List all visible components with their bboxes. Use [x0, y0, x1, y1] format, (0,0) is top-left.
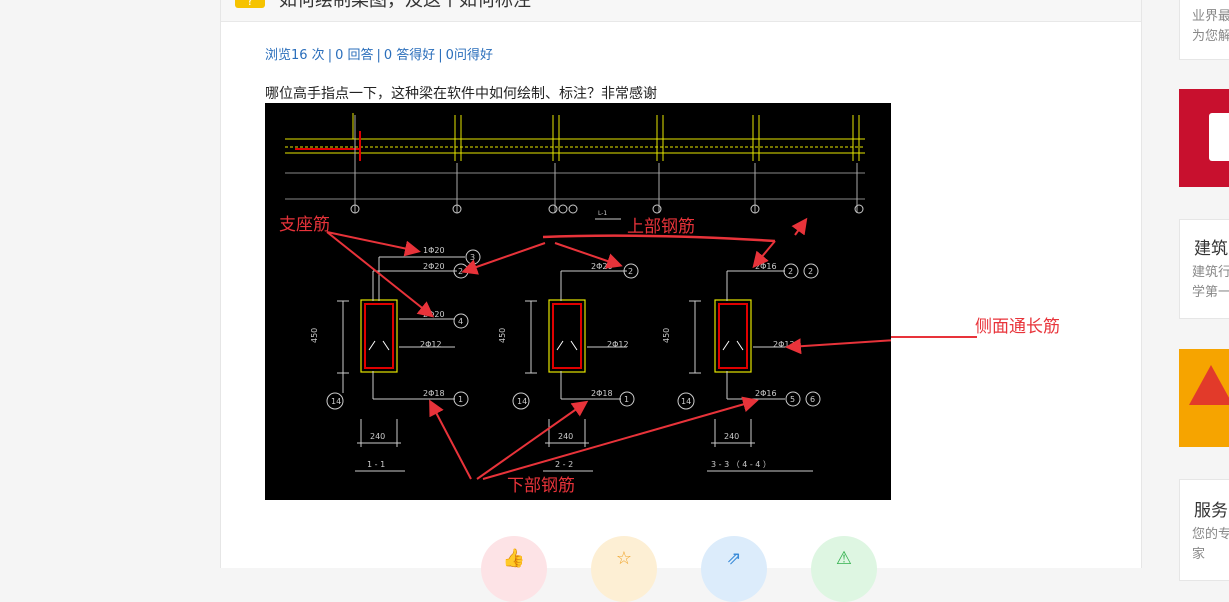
section-2-height: 450 — [498, 328, 507, 343]
good-answers-count[interactable]: 0 答得好 — [383, 48, 436, 63]
svg-text:2: 2 — [808, 267, 813, 276]
beam-elevation: L-1 — [285, 113, 865, 220]
svg-text:6: 6 — [810, 395, 815, 404]
svg-text:2: 2 — [628, 267, 633, 276]
section-1-side: 2Φ12 — [420, 340, 442, 349]
section-1-label: 1 - 1 — [367, 460, 385, 469]
warning-icon: ⚠ — [835, 548, 853, 569]
sidebar-promo-banner-2[interactable] — [1179, 349, 1229, 447]
cad-drawing-image[interactable]: L-1 — [265, 103, 891, 500]
svg-text:1: 1 — [458, 395, 463, 404]
annotation-arrows — [326, 217, 891, 480]
svg-text:4: 4 — [458, 317, 463, 326]
annotation-side-bar: 侧面通长筋 — [975, 317, 1060, 337]
section-3-label: 3 - 3 （ 4 - 4 ） — [711, 460, 771, 469]
section-3-bottom: 2Φ16 — [755, 389, 777, 398]
side-bar-leader — [891, 336, 977, 338]
elevation-label: L-1 — [598, 210, 607, 217]
section-2-label: 2 - 2 — [555, 460, 573, 469]
question-header: ? 如何绘制梁图，及这个如何标注 — [221, 0, 1141, 22]
sidebar-card-1[interactable]: 业界最 为您解 — [1179, 0, 1229, 60]
like-button[interactable]: 👍 — [481, 536, 547, 602]
promo-graphic — [1209, 113, 1229, 161]
section-2-side: 2Φ12 — [607, 340, 629, 349]
question-title: 如何绘制梁图，及这个如何标注 — [279, 0, 531, 11]
section-3-stirrup: 14 — [681, 397, 691, 406]
section-2-stirrup: 14 — [517, 397, 527, 406]
sidebar-card-service[interactable]: 服务 您的专 家 — [1179, 479, 1229, 581]
svg-text:2: 2 — [458, 267, 463, 276]
share-button[interactable]: ⇗ — [701, 536, 767, 602]
question-badge: ? — [235, 0, 265, 8]
section-1-width: 240 — [370, 432, 385, 441]
question-panel: ? 如何绘制梁图，及这个如何标注 浏览16 次|0 回答|0 答得好|0问得好 … — [220, 0, 1142, 602]
section-1-top1: 1Φ20 — [423, 246, 445, 255]
question-stats: 浏览16 次|0 回答|0 答得好|0问得好 — [265, 48, 493, 63]
sidebar-promo-banner-1[interactable] — [1179, 89, 1229, 187]
share-icon: ⇗ — [726, 548, 742, 569]
section-2-width: 240 — [558, 432, 573, 441]
svg-text:2: 2 — [788, 267, 793, 276]
section-1-top2: 2Φ20 — [423, 262, 445, 271]
section-2-top2: 2Φ20 — [591, 262, 613, 271]
sidebar-card-architecture[interactable]: 建筑 建筑行 学第一 — [1179, 219, 1229, 319]
section-3-height: 450 — [662, 328, 671, 343]
promo-graphic-2 — [1189, 365, 1229, 405]
asked-good-count[interactable]: 0问得好 — [445, 48, 493, 63]
svg-text:5: 5 — [790, 395, 795, 404]
svg-text:3: 3 — [470, 253, 475, 262]
question-body: 哪位高手指点一下，这种梁在软件中如何绘制、标注？非常感谢 — [265, 86, 657, 102]
section-3-3: 14 2 2 5 6 2Φ16 2Φ12 2Φ16 240 450 3 - 3 … — [662, 262, 821, 472]
section-3-width: 240 — [724, 432, 739, 441]
svg-text:1: 1 — [624, 395, 629, 404]
favorite-button[interactable]: ☆ — [591, 536, 657, 602]
section-1-bottom: 2Φ18 — [423, 389, 445, 398]
section-3-side: 2Φ12 — [773, 340, 795, 349]
views-count[interactable]: 浏览16 次 — [265, 48, 325, 63]
annotation-support-bar: 支座筋 — [279, 215, 330, 235]
annotation-top-bar: 上部钢筋 — [627, 217, 695, 237]
section-3-top2: 2Φ16 — [755, 262, 777, 271]
report-button[interactable]: ⚠ — [811, 536, 877, 602]
annotation-bottom-bar: 下部钢筋 — [507, 476, 575, 496]
section-1-stirrup: 14 — [331, 397, 341, 406]
section-1-height: 450 — [310, 328, 319, 343]
action-bar: 👍 ☆ ⇗ ⚠ — [481, 536, 881, 602]
answers-count[interactable]: 0 回答 — [335, 48, 374, 63]
thumbs-up-icon: 👍 — [502, 548, 526, 569]
star-icon: ☆ — [615, 548, 633, 569]
section-2-bottom: 2Φ18 — [591, 389, 613, 398]
section-2-2: 14 2 1 2Φ20 2Φ12 2Φ18 240 450 2 - 2 — [498, 262, 639, 472]
